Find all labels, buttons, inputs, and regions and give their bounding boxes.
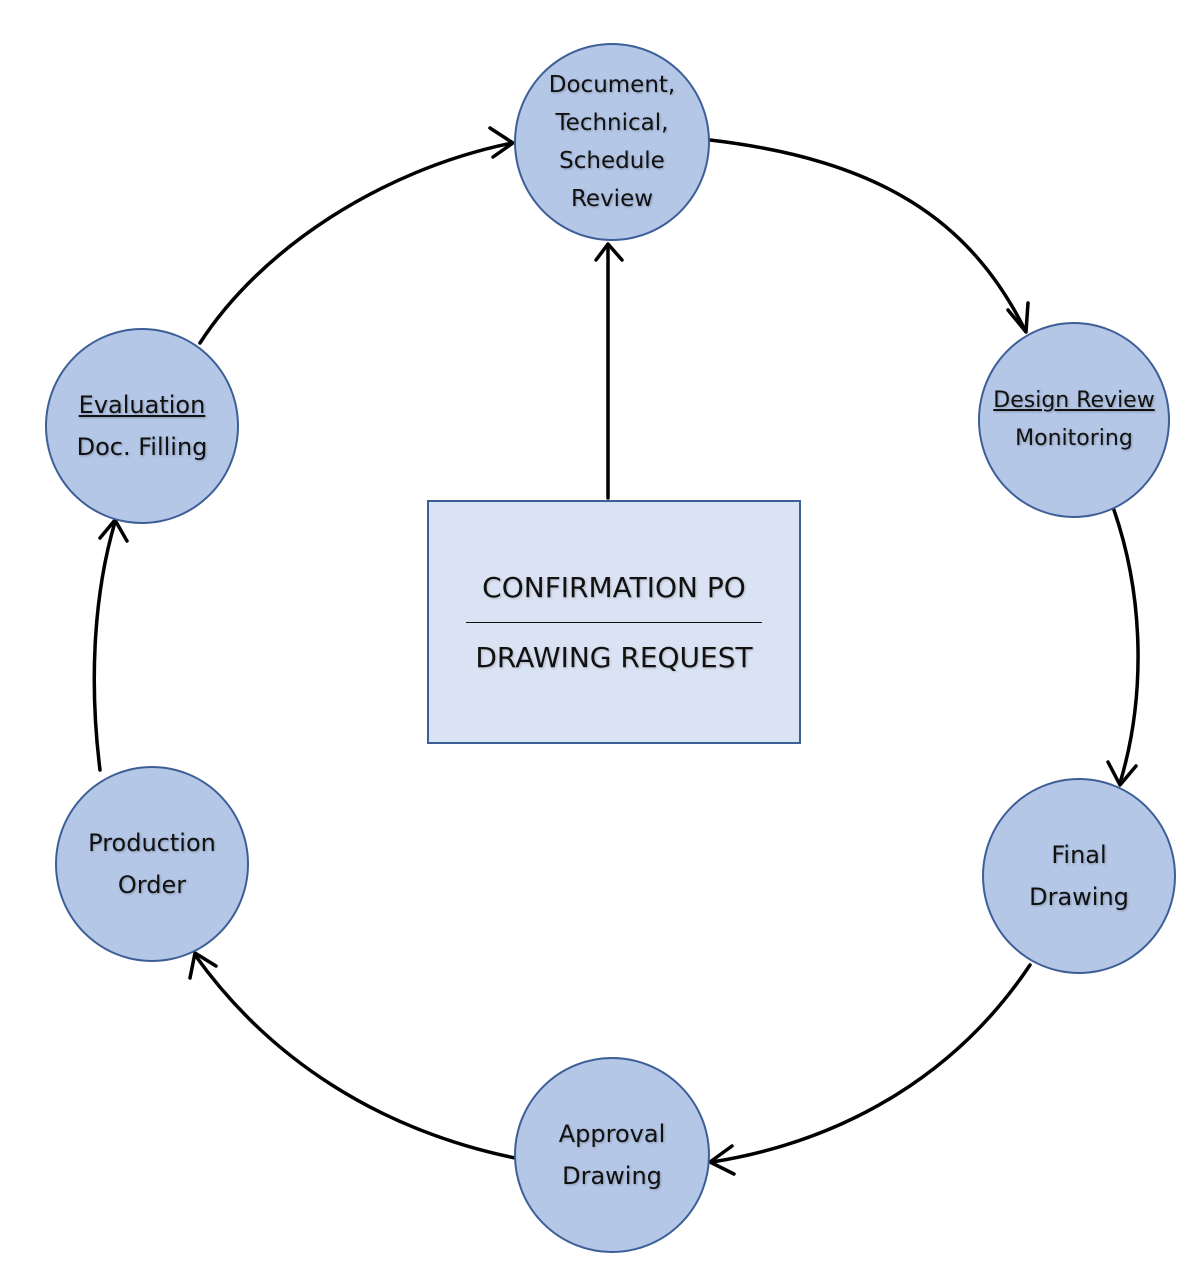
node-production-line-1: Production <box>88 829 216 857</box>
arrowhead-review <box>488 126 515 159</box>
node-review: Document, Technical, Schedule Review <box>514 43 710 241</box>
node-design-line-2: Monitoring <box>1015 426 1133 451</box>
node-final-drawing: Final Drawing <box>982 778 1176 974</box>
center-divider <box>466 621 762 623</box>
node-review-line-4: Review <box>570 186 654 212</box>
arrowhead-final <box>1106 760 1138 787</box>
node-production-line-2: Order <box>117 871 187 899</box>
center-line-2: DRAWING REQUEST <box>475 640 753 674</box>
node-approval-drawing: Approval Drawing <box>514 1057 710 1253</box>
arrowhead-center <box>594 242 624 262</box>
node-approval-line-1: Approval <box>558 1120 666 1148</box>
node-approval-line-2: Drawing <box>562 1162 662 1190</box>
center-line-1: CONFIRMATION PO <box>482 570 746 604</box>
arrowhead-production <box>188 951 218 980</box>
node-evaluation-line-1: Evaluation <box>78 391 206 419</box>
node-production-order: Production Order <box>55 766 249 962</box>
arrow-approval-to-production <box>193 953 517 1160</box>
node-design-review: Design Review Monitoring <box>978 322 1170 518</box>
arrow-design-to-final <box>1112 508 1140 785</box>
node-final-line-2: Drawing <box>1029 883 1129 911</box>
node-design-line-1: Design Review <box>993 388 1155 413</box>
node-review-line-2: Technical, <box>555 110 669 136</box>
arrowhead-design <box>1006 301 1030 334</box>
node-evaluation-line-2: Doc. Filling <box>76 433 208 461</box>
node-review-line-1: Document, <box>548 72 676 98</box>
node-evaluation: Evaluation Doc. Filling <box>45 328 239 524</box>
arrowhead-approval <box>708 1144 736 1176</box>
arrow-review-to-design <box>708 138 1027 332</box>
arrow-evaluation-to-review <box>198 141 514 345</box>
arrow-final-to-approval <box>710 963 1032 1164</box>
arrow-production-to-evaluation <box>92 520 117 772</box>
center-box: CONFIRMATION PO DRAWING REQUEST <box>427 500 801 744</box>
node-final-line-1: Final <box>1051 841 1107 869</box>
node-review-line-3: Schedule <box>559 148 665 174</box>
